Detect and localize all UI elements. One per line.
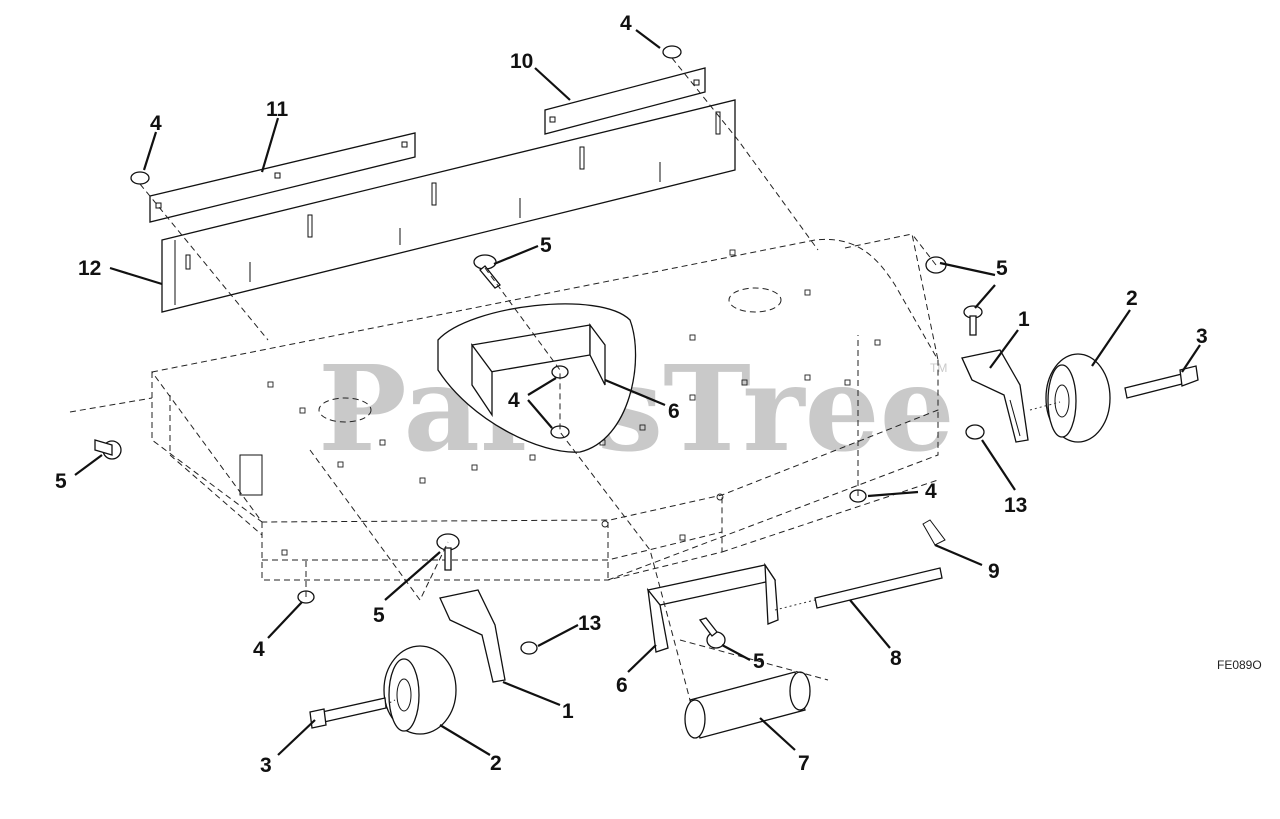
callout-2-right: 2 bbox=[1126, 287, 1138, 310]
callout-4-left-baffle: 4 bbox=[150, 112, 162, 135]
callout-1-left: 1 bbox=[562, 700, 574, 723]
axle-bolt-left bbox=[309, 697, 387, 729]
roller-7 bbox=[684, 671, 811, 739]
assembly-lines bbox=[69, 57, 1061, 706]
callout-4-right: 4 bbox=[925, 480, 937, 503]
callout-13-right: 13 bbox=[1004, 494, 1027, 517]
callout-5-roller: 5 bbox=[753, 650, 765, 673]
roller-shaft-8 bbox=[814, 567, 943, 609]
mower-deck bbox=[151, 233, 939, 581]
watermark-tm: TM bbox=[930, 361, 947, 375]
callout-4-center: 4 bbox=[508, 389, 520, 412]
baffle-11 bbox=[149, 132, 416, 223]
callout-4-front: 4 bbox=[253, 638, 265, 661]
leader-lines bbox=[74, 29, 1201, 756]
callout-6-roller: 6 bbox=[616, 674, 628, 697]
callout-7: 7 bbox=[798, 752, 810, 775]
callout-12: 12 bbox=[78, 257, 101, 280]
callout-5-left: 5 bbox=[55, 470, 67, 493]
callout-4-top: 4 bbox=[620, 12, 632, 35]
roller-bracket-6 bbox=[646, 562, 779, 653]
callout-5-center: 5 bbox=[540, 234, 552, 257]
figure-code: FE089O bbox=[1217, 658, 1262, 672]
callout-9: 9 bbox=[988, 560, 1000, 583]
center-bracket-6 bbox=[437, 303, 637, 453]
callout-13-left: 13 bbox=[578, 612, 601, 635]
callout-1-right: 1 bbox=[1018, 308, 1030, 331]
callout-10: 10 bbox=[510, 50, 533, 73]
baffle-10 bbox=[544, 67, 706, 135]
callout-6-center: 6 bbox=[668, 400, 680, 423]
caster-arm-left bbox=[439, 589, 506, 683]
hairpin-clip-9 bbox=[922, 519, 946, 546]
callout-5-front: 5 bbox=[373, 604, 385, 627]
callout-5-right: 5 bbox=[996, 257, 1008, 280]
callout-11: 11 bbox=[266, 98, 289, 121]
callout-labels: 4 10 11 4 12 5 5 2 1 3 4 6 5 13 4 9 5 4 … bbox=[55, 12, 1208, 777]
wheel-left bbox=[383, 645, 457, 735]
baffle-12 bbox=[161, 99, 736, 313]
callout-8: 8 bbox=[890, 647, 902, 670]
caster-arm-right bbox=[961, 349, 1029, 443]
callout-3-left: 3 bbox=[260, 754, 272, 777]
callout-3-right: 3 bbox=[1196, 325, 1208, 348]
axle-bolt-right bbox=[1124, 365, 1199, 399]
wheel-right bbox=[1045, 353, 1111, 443]
callout-2-left: 2 bbox=[490, 752, 502, 775]
watermark-text: PartsTree bbox=[318, 339, 955, 478]
